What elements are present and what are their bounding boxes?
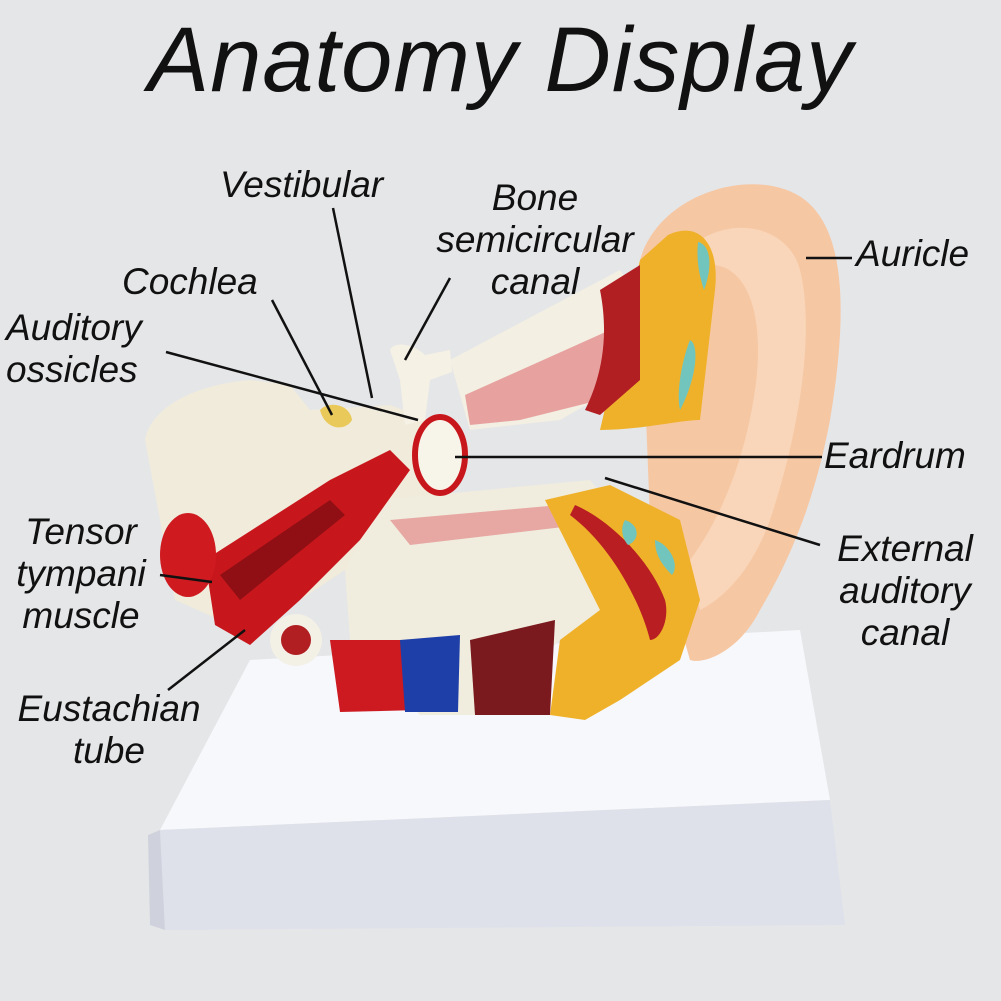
- leader-line-auditory-ossicles: [165, 350, 419, 422]
- label-auricle: Auricle: [856, 233, 970, 274]
- label-eardrum: Eardrum: [824, 435, 966, 476]
- label-bone-semicircular-canal: Bone semicircular canal: [436, 177, 634, 302]
- canal-cartilage-shape: [545, 485, 700, 720]
- ossicles-eardrum-shapes: [320, 344, 468, 496]
- leader-line-eustachian-tube: [167, 629, 246, 691]
- display-base: [148, 630, 845, 930]
- leader-line-vestibular: [331, 207, 374, 399]
- label-eustachian-tube: Eustachian tube: [17, 688, 201, 771]
- label-external-auditory-canal: External auditory canal: [837, 528, 973, 653]
- label-vestibular: Vestibular: [220, 164, 384, 205]
- muscle-vessel-shapes: [160, 450, 555, 715]
- label-auditory-ossicles: Auditory ossicles: [6, 307, 142, 390]
- leader-lines: [159, 207, 852, 691]
- leader-line-tensor-tympani: [159, 573, 213, 584]
- label-tensor-tympani-muscle: Tensor tympani muscle: [16, 511, 146, 636]
- leader-line-external-auditory-canal: [604, 476, 821, 547]
- page-title: Anatomy Display: [147, 9, 854, 111]
- leader-line-bone-semicircular-canal: [403, 277, 452, 361]
- leader-line-cochlea: [270, 299, 334, 416]
- label-cochlea: Cochlea: [122, 261, 258, 302]
